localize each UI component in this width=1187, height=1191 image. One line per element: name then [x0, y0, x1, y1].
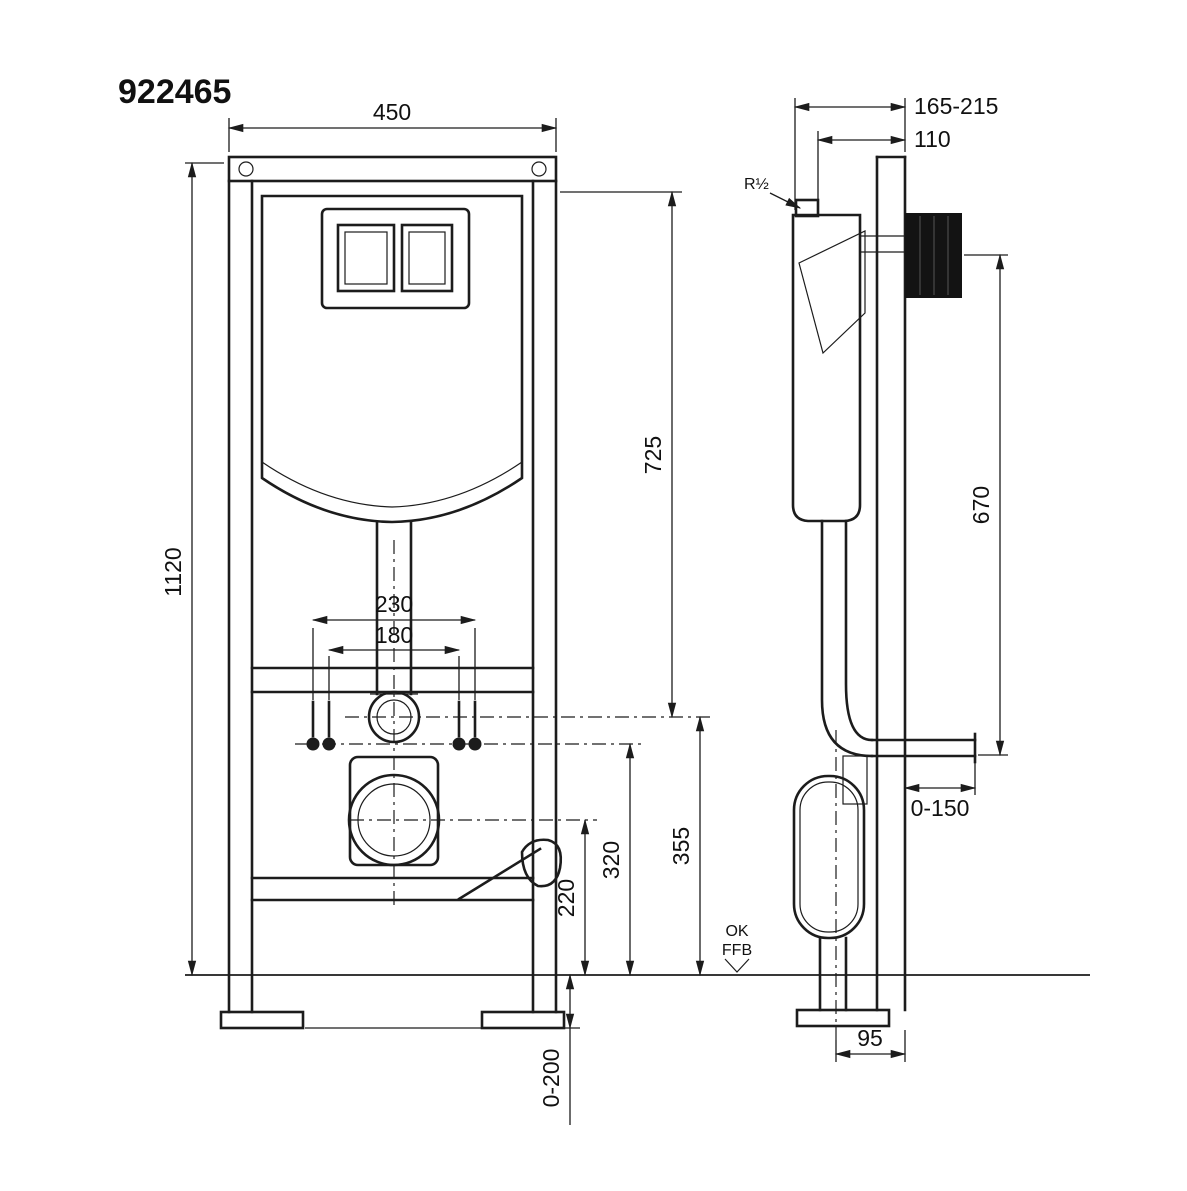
dim-320-label: 320	[598, 841, 624, 879]
dim-95-label: 95	[857, 1025, 883, 1051]
dim-95: 95	[834, 1025, 907, 1062]
label-r-half: R½	[744, 176, 802, 209]
dim-165-215-label: 165-215	[914, 93, 998, 119]
dim-1120-label: 1120	[160, 547, 186, 596]
flush-button-small	[400, 223, 454, 293]
dim-0-150-label: 0-150	[911, 795, 970, 821]
side-flush-pipe	[820, 519, 977, 764]
dim-450: 450	[227, 99, 558, 152]
wall-block	[905, 213, 962, 298]
part-number: 922465	[118, 73, 231, 111]
dim-355-label: 355	[668, 827, 694, 865]
outlet-elbow	[520, 838, 563, 888]
dim-0-150: 0-150	[903, 762, 977, 821]
dim-230-label: 230	[375, 591, 413, 617]
front-left-foot	[219, 1010, 305, 1030]
diagonal-strut	[457, 847, 542, 901]
dimensions-front: 450 1120 725 230 180 355 320	[160, 99, 705, 1125]
side-outlet-bend	[792, 755, 868, 940]
dim-180-label: 180	[375, 622, 413, 648]
dim-725-label: 725	[640, 436, 666, 474]
side-frame-rail	[795, 155, 907, 1028]
dim-0-200: 0-200	[305, 973, 580, 1125]
r-half-label: R½	[744, 176, 769, 193]
dim-320: 320	[598, 742, 635, 977]
dim-450-label: 450	[373, 99, 411, 125]
front-centerlines	[295, 540, 712, 905]
front-right-foot	[480, 1010, 566, 1030]
cistern	[260, 194, 524, 524]
side-cistern	[791, 198, 905, 523]
floor-label-ok: OK	[725, 923, 748, 940]
frame	[219, 155, 566, 1030]
dim-1120: 1120	[160, 161, 224, 977]
dim-0-200-label: 0-200	[538, 1049, 564, 1108]
dim-220-label: 220	[553, 879, 579, 917]
floor: OK FFB	[185, 923, 1090, 976]
dim-165-215: 165-215 110	[793, 93, 998, 210]
dim-110-label: 110	[914, 126, 951, 152]
dim-220: 220	[553, 818, 590, 977]
lower-crossmember	[250, 876, 535, 902]
flush-button-large	[336, 223, 396, 293]
dim-725: 725	[560, 190, 682, 719]
dim-670: 670	[964, 253, 1008, 757]
dim-180: 180	[327, 622, 461, 700]
side-foot	[795, 1008, 891, 1028]
dim-670-label: 670	[968, 486, 994, 524]
dim-230: 230	[311, 591, 477, 700]
dimensions-side: 165-215 110 R½ 670 0-150 95	[744, 93, 1008, 1062]
flush-valve-hatch	[798, 230, 866, 355]
upper-crossmember	[250, 666, 535, 694]
floor-arrow-icon	[724, 958, 750, 973]
side-view	[791, 155, 977, 1040]
front-view	[219, 155, 712, 1030]
flush-plate	[320, 207, 471, 310]
dim-355: 355	[668, 715, 705, 977]
floor-label-ffb: FFB	[722, 942, 752, 959]
